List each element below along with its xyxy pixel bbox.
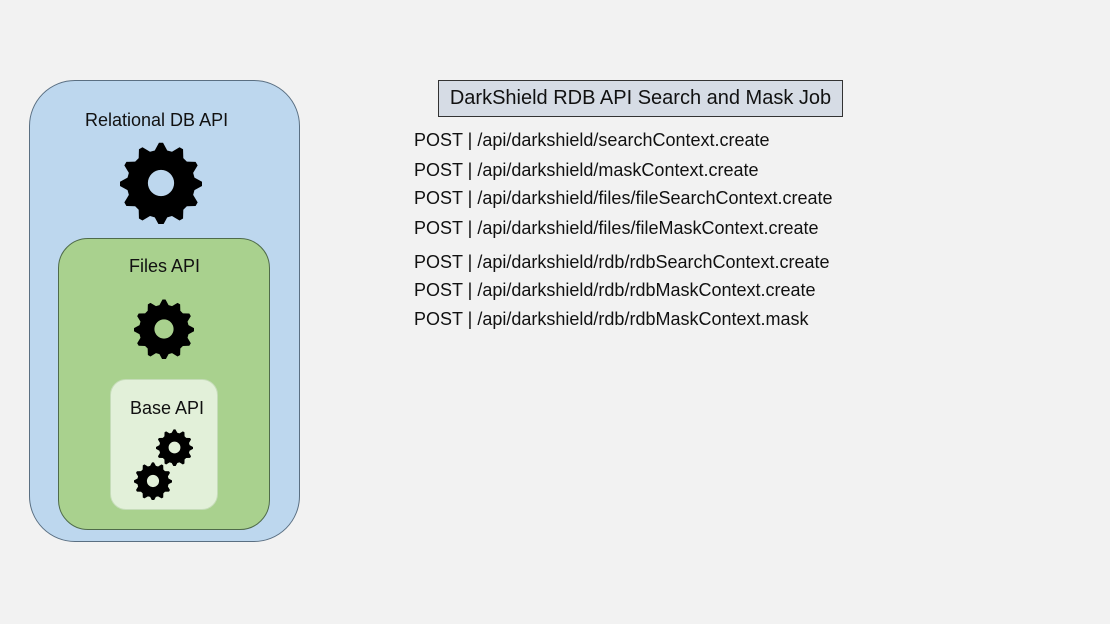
job-title: DarkShield RDB API Search and Mask Job bbox=[438, 80, 843, 117]
endpoint-item: POST | /api/darkshield/searchContext.cre… bbox=[414, 130, 770, 150]
endpoint-item: POST | /api/darkshield/files/fileSearchC… bbox=[414, 188, 833, 208]
endpoint-item: POST | /api/darkshield/rdb/rdbMaskContex… bbox=[414, 280, 816, 300]
small-gear-icon bbox=[134, 462, 172, 500]
endpoint-item: POST | /api/darkshield/rdb/rdbMaskContex… bbox=[414, 309, 809, 329]
endpoint-item: POST | /api/darkshield/maskContext.creat… bbox=[414, 160, 759, 180]
files-api-label: Files API bbox=[129, 256, 201, 276]
relational-db-api-label: Relational DB API bbox=[85, 110, 229, 130]
base-api-label: Base API bbox=[130, 398, 205, 418]
gear-icon bbox=[134, 299, 194, 359]
gear-icon bbox=[120, 142, 202, 224]
endpoint-item: POST | /api/darkshield/rdb/rdbSearchCont… bbox=[414, 252, 830, 272]
endpoint-item: POST | /api/darkshield/files/fileMaskCon… bbox=[414, 218, 819, 238]
small-gear-icon bbox=[156, 429, 193, 466]
